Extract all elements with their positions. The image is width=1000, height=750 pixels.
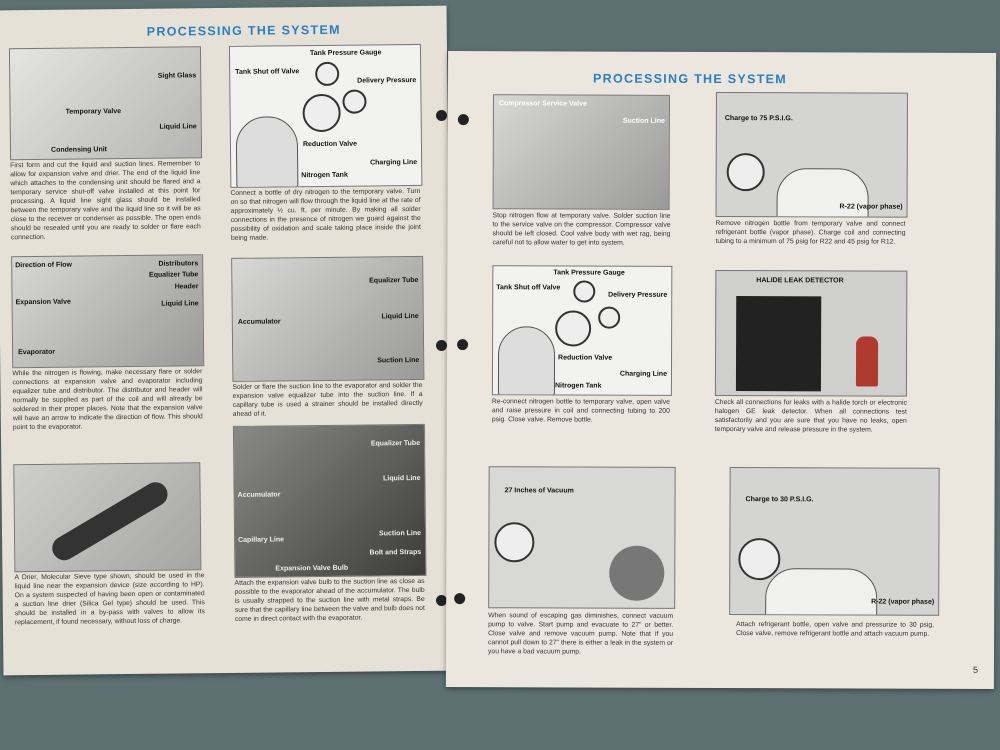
- caption: Re-connect nitrogen bottle to temporary …: [491, 398, 670, 424]
- label: Reduction Valve: [302, 140, 358, 149]
- label: Liquid Line: [381, 312, 419, 321]
- label: Equalizer Tube: [369, 276, 419, 285]
- label: Nitrogen Tank: [301, 171, 348, 180]
- photo-evaporator: Direction of Flow Distributors Equalizer…: [11, 254, 205, 369]
- label: HALIDE LEAK DETECTOR: [756, 277, 844, 285]
- binder-hole: [457, 114, 469, 126]
- label: Condensing Unit: [50, 146, 108, 154]
- caption: A Drier, Molecular Sieve type shown, sho…: [14, 572, 205, 627]
- label: Sight Glass: [157, 72, 197, 80]
- binder-hole: [436, 340, 447, 351]
- left-page: PROCESSING THE SYSTEM Sight Glass Tempor…: [0, 5, 454, 676]
- caption: First form and cut the liquid and suctio…: [10, 160, 201, 242]
- label: Accumulator: [237, 318, 281, 326]
- label: Header: [174, 283, 199, 291]
- label: Charge to 75 P.S.I.G.: [724, 115, 793, 123]
- label: Temporary Valve: [65, 108, 122, 116]
- label: Charging Line: [370, 158, 418, 167]
- label: Liquid Line: [161, 300, 199, 308]
- photo-compressor: Compressor Service Valve Suction Line: [492, 94, 670, 210]
- photo-drier: [13, 462, 202, 573]
- label: Tank Pressure Gauge: [309, 49, 382, 58]
- label: Direction of Flow: [15, 261, 73, 270]
- binder-hole: [454, 593, 466, 605]
- label: Tank Shut off Valve: [235, 68, 300, 76]
- binder-hole: [436, 595, 447, 606]
- label: Delivery Pressure: [357, 76, 417, 85]
- caption: Attach refrigerant bottle, open valve an…: [736, 621, 935, 638]
- page-number: 5: [972, 664, 978, 675]
- diagram-nitrogen-tank: Tank Shut off Valve Tank Pressure Gauge …: [491, 265, 673, 396]
- label: 27 Inches of Vacuum: [504, 487, 574, 495]
- label: Reduction Valve: [558, 354, 613, 362]
- page-title: PROCESSING THE SYSTEM: [592, 71, 788, 87]
- label: Suction Line: [622, 117, 665, 125]
- caption: Check all connections for leaks with a h…: [714, 398, 907, 434]
- caption: Remove nitrogen bottle from temporary va…: [715, 219, 906, 246]
- caption: Solder or flare the suction line to the …: [232, 381, 423, 418]
- right-page: PROCESSING THE SYSTEM Compressor Service…: [445, 51, 997, 689]
- label: R-22 (vapor phase): [871, 598, 935, 606]
- label: Charging Line: [619, 370, 667, 378]
- photo-temporary-valve: Sight Glass Temporary Valve Liquid Line …: [8, 46, 203, 161]
- label: Charge to 30 P.S.I.G.: [745, 496, 814, 504]
- caption: When sound of escaping gas diminishes, c…: [488, 612, 674, 656]
- label: R-22 (vapor phase): [839, 203, 903, 211]
- photo-vacuum-pump: 27 Inches of Vacuum: [488, 466, 676, 609]
- label: Suction Line: [377, 356, 420, 365]
- label: Liquid Line: [383, 474, 421, 483]
- photo-accumulator: Equalizer Tube Accumulator Liquid Line S…: [231, 255, 425, 382]
- binder-hole: [436, 110, 447, 121]
- photo-refrigerant-bottle: Charge to 30 P.S.I.G. R-22 (vapor phase): [729, 467, 940, 616]
- photo-refrigerant-bottle: Charge to 75 P.S.I.G. R-22 (vapor phase): [715, 91, 908, 218]
- label: Nitrogen Tank: [554, 382, 602, 390]
- label: Delivery Pressure: [608, 291, 668, 299]
- label: Capillary Line: [238, 536, 285, 544]
- diagram-nitrogen-tank: Tank Shut off Valve Tank Pressure Gauge …: [228, 43, 423, 188]
- caption: Stop nitrogen flow at temporary valve. S…: [492, 212, 671, 247]
- photo-expansion-valve-bulb: Equalizer Tube Accumulator Liquid Line C…: [232, 423, 427, 578]
- label: Compressor Service Valve: [498, 100, 587, 108]
- page-title: PROCESSING THE SYSTEM: [146, 22, 341, 39]
- label: Tank Pressure Gauge: [553, 269, 625, 277]
- label: Evaporator: [18, 348, 56, 357]
- caption: While the nitrogen is flowing, make nece…: [12, 368, 203, 432]
- caption: Connect a bottle of dry nitrogen to the …: [230, 187, 421, 242]
- label: Equalizer Tube: [148, 271, 199, 279]
- label: Suction Line: [378, 529, 422, 538]
- label: Equalizer Tube: [370, 439, 421, 448]
- binder-hole: [457, 339, 469, 351]
- photo-halide-leak-detector: HALIDE LEAK DETECTOR: [714, 269, 908, 397]
- label: Liquid Line: [159, 123, 197, 131]
- label: Bolt and Straps: [369, 548, 422, 557]
- label: Expansion Valve Bulb: [275, 564, 349, 573]
- label: Expansion Valve: [15, 298, 71, 307]
- label: Accumulator: [237, 491, 281, 499]
- label: Tank Shut off Valve: [496, 284, 561, 292]
- caption: Attach the expansion valve bulb to the s…: [234, 577, 425, 623]
- label: Distributors: [158, 260, 199, 268]
